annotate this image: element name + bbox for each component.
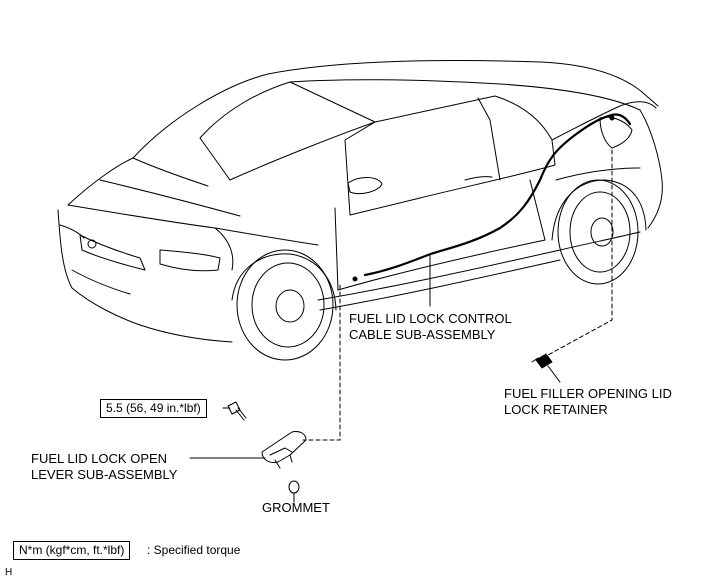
cable-label: FUEL LID LOCK CONTROL CABLE SUB-ASSEMBLY (349, 311, 512, 343)
lock-open-lever-part (261, 431, 307, 469)
retainer-leader (547, 365, 561, 383)
cable-label-line-1: FUEL LID LOCK CONTROL (349, 311, 512, 326)
lock-retainer-part (531, 353, 553, 369)
grommet-label: GROMMET (262, 500, 330, 515)
lever-label-line-2: LEVER SUB-ASSEMBLY (31, 467, 178, 482)
cable-end-front (352, 276, 358, 282)
cable-label-line-2: CABLE SUB-ASSEMBLY (349, 327, 496, 342)
lever-label: FUEL LID LOCK OPEN LEVER SUB-ASSEMBLY (31, 451, 177, 483)
retainer-label: FUEL FILLER OPENING LID LOCK RETAINER (504, 386, 672, 418)
legend-unit-box: N*m (kgf*cm, ft.*lbf) (13, 541, 131, 560)
grommet-part (288, 480, 300, 494)
corner-code: H (5, 567, 13, 578)
torque-value-box: 5.5 (56, 49 in.*lbf) (100, 399, 207, 418)
lever-label-line-1: FUEL LID LOCK OPEN (31, 451, 168, 466)
cable-end-rear (609, 115, 615, 121)
control-cable (363, 113, 632, 277)
rear-wheel (557, 179, 639, 285)
retainer-label-line-2: LOCK RETAINER (504, 402, 608, 417)
bolt-part (227, 401, 247, 421)
car-body (57, 60, 663, 343)
legend-description: : Specified torque (147, 543, 241, 557)
retainer-label-line-1: FUEL FILLER OPENING LID (504, 386, 672, 401)
front-wheel (236, 249, 334, 361)
dashed-leaders (302, 149, 613, 441)
